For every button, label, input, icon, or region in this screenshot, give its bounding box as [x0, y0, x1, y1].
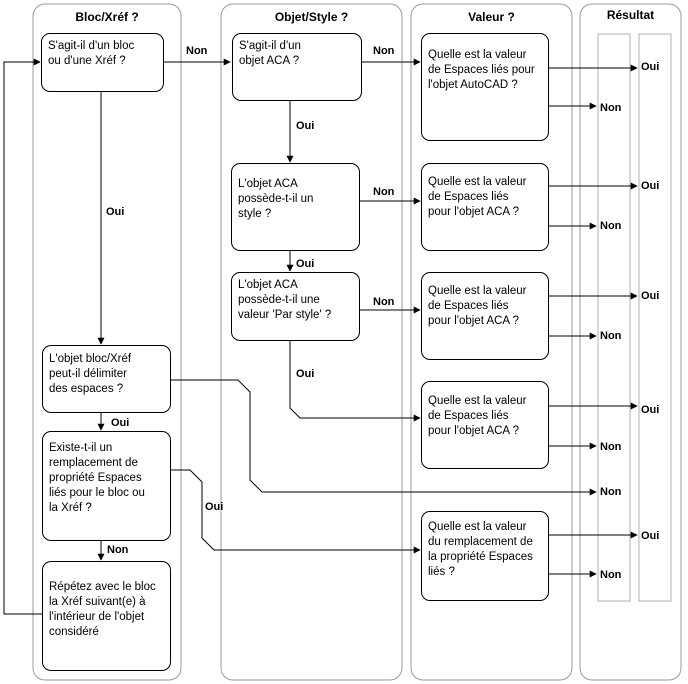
label-v4-oui: Oui — [641, 404, 660, 416]
question-par-style-text: L'objet ACA possède-t-il une valeur 'Par… — [238, 279, 332, 321]
label-v1-oui: Oui — [641, 61, 660, 73]
value-remplacement-text: Quelle est la valeur du remplacement de … — [428, 521, 533, 578]
label-v3-oui: Oui — [641, 290, 660, 302]
question-objet-aca: S'agit-il d'un objet ACA ? — [232, 33, 362, 101]
question-delimiter: L'objet bloc/Xréf peut-il délimiter des … — [42, 345, 171, 413]
label-v5-non: Non — [600, 569, 622, 581]
lane-title-objet: Objet/Style ? — [274, 10, 349, 24]
label-v2-oui: Oui — [641, 180, 660, 192]
question-bloc-xref-text: S'agit-il d'un bloc ou d'une Xréf ? — [48, 40, 135, 67]
question-style: L'objet ACA possède-t-il un style ? — [231, 163, 360, 251]
question-remplacement: Existe-t-il un remplacement de propriété… — [42, 431, 171, 541]
label-aca-non: Non — [373, 45, 395, 57]
label-v1-non: Non — [600, 102, 622, 114]
label-v5-oui: Oui — [641, 530, 660, 542]
value-remplacement: Quelle est la valeur du remplacement de … — [421, 511, 549, 601]
value-aca-1-text: Quelle est la valeur de Espaces liés pou… — [428, 176, 527, 218]
lane-bloc — [32, 3, 182, 681]
value-aca-3: Quelle est la valeur de Espaces liés pou… — [421, 381, 549, 469]
label-v3-non: Non — [600, 330, 622, 342]
label-style-oui: Oui — [296, 258, 315, 270]
value-aca-1: Quelle est la valeur de Espaces liés pou… — [421, 163, 549, 251]
label-parstyle-non: Non — [373, 296, 395, 308]
arrow-delimiter-non — [171, 379, 597, 496]
value-autocad: Quelle est la valeur de Espaces liés pou… — [421, 33, 549, 141]
label-v4-non: Non — [600, 441, 622, 453]
value-aca-2-text: Quelle est la valeur de Espaces liés pou… — [428, 285, 527, 327]
question-bloc-xref: S'agit-il d'un bloc ou d'une Xréf ? — [41, 33, 164, 92]
label-v2-non: Non — [600, 220, 622, 232]
repeat-next-bloc-text: Répétez avec le bloc la Xréf suivant(e) … — [49, 581, 156, 638]
lane-objet — [220, 3, 403, 681]
question-style-text: L'objet ACA possède-t-il un style ? — [238, 178, 314, 220]
arrow-parstyle-oui — [289, 341, 421, 422]
question-remplacement-text: Existe-t-il un remplacement de propriété… — [49, 442, 145, 514]
label-delimiter-oui: Oui — [111, 417, 130, 429]
question-delimiter-text: L'objet bloc/Xréf peut-il délimiter des … — [49, 353, 132, 395]
label-bloc-oui: Oui — [106, 206, 125, 218]
question-objet-aca-text: S'agit-il d'un objet ACA ? — [239, 40, 301, 67]
question-par-style: L'objet ACA possède-t-il une valeur 'Par… — [231, 272, 360, 341]
lane-title-valeur: Valeur ? — [468, 10, 515, 24]
label-bloc-non: Non — [186, 45, 208, 57]
lane-resultat — [579, 3, 682, 681]
lane-title-resultat: Résultat — [606, 8, 655, 22]
lane-valeur — [410, 3, 573, 681]
arrow-remplacement-oui — [171, 469, 421, 554]
result-column-left — [597, 33, 631, 602]
arrow-loop-back — [3, 58, 42, 615]
label-delimiter-non: Non — [600, 486, 622, 498]
value-aca-2: Quelle est la valeur de Espaces liés pou… — [421, 272, 549, 360]
result-column-right — [638, 33, 672, 602]
label-remplacement-non: Non — [107, 544, 129, 556]
repeat-next-bloc: Répétez avec le bloc la Xréf suivant(e) … — [42, 561, 171, 671]
label-aca-oui: Oui — [296, 120, 315, 132]
value-aca-3-text: Quelle est la valeur de Espaces liés pou… — [428, 395, 527, 437]
lane-title-bloc: Bloc/Xréf ? — [75, 10, 139, 24]
value-autocad-text: Quelle est la valeur de Espaces liés pou… — [428, 49, 535, 91]
label-style-non: Non — [373, 186, 395, 198]
label-remplacement-oui: Oui — [205, 501, 224, 513]
label-parstyle-oui: Oui — [296, 368, 315, 380]
